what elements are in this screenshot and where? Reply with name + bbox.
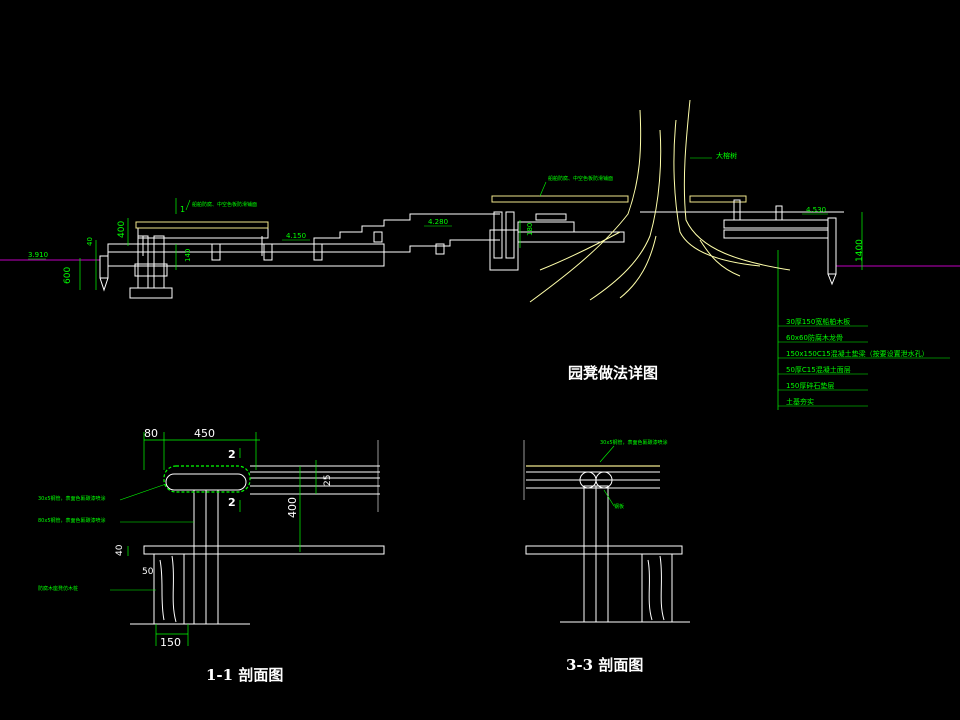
dim-40: 40: [86, 237, 94, 246]
tree-label: 大榕树: [716, 151, 737, 160]
section-1-1: 80 450 25 400 40 50 150 2 2 30x5钢管，表面色氟碳…: [38, 427, 385, 684]
layer-3: 50厚C15混凝土面层: [786, 365, 851, 374]
dim-140: 140: [184, 249, 192, 262]
section-3-title: 3-3 剖面图: [566, 656, 643, 674]
s1-dim-400: 400: [286, 497, 299, 518]
deck-right: [689, 195, 747, 203]
left-structure: [99, 211, 625, 299]
elev-right: 4.530: [806, 206, 826, 214]
dim-180: 180: [526, 223, 534, 236]
s1-note-3: 防腐木座凳仿木桩: [38, 585, 78, 592]
right-structure: [723, 199, 837, 286]
elev-mid2: 4.280: [428, 218, 448, 226]
s1-dim-50: 50: [142, 567, 154, 577]
s3-note-1: 30x5钢管，表面色氟碳漆喷涂: [600, 439, 668, 446]
s1-marker-2a: 2: [228, 448, 236, 461]
elev-mid1: 4.150: [286, 232, 306, 240]
dim-400: 400: [117, 221, 127, 238]
layer-2: 150x150C15混凝土垫梁（按要设置泄水孔）: [786, 349, 929, 358]
s1-dim-25: 25: [323, 475, 333, 486]
tree-drawing: [529, 99, 791, 303]
dim-600: 600: [63, 267, 73, 284]
dim-1400: 1400: [855, 239, 865, 262]
note-mid: 船舶防腐、中空色板防滑铺面: [548, 175, 613, 182]
layer-callouts: 30厚150宽船舶木板 60x60防腐木龙骨 150x150C15混凝土垫梁（按…: [778, 317, 950, 407]
s1-dim-150: 150: [160, 636, 181, 649]
bench-top-left: [135, 221, 269, 229]
s1-note-1: 30x5钢管，表面色氟碳漆喷涂: [38, 495, 106, 502]
s1-dim-450: 450: [194, 427, 215, 440]
dimensions-main: [79, 198, 863, 410]
s1-dim-80: 80: [144, 427, 158, 440]
layer-5: 土基夯实: [786, 397, 814, 406]
deck-mid: [491, 195, 629, 203]
s1-note-2: 80x5钢管，表面色氟碳漆喷涂: [38, 517, 106, 524]
main-title: 园凳做法详图: [568, 364, 658, 382]
layer-1: 60x60防腐木龙骨: [786, 333, 843, 342]
layer-4: 150厚碎石垫层: [786, 381, 834, 390]
layer-0: 30厚150宽船舶木板: [786, 317, 850, 326]
s3-note-2: 钢板: [614, 503, 624, 510]
marker-1: 1: [180, 205, 185, 214]
section-3-3: 30x5钢管，表面色氟碳漆喷涂 钢板 3-3 剖面图: [377, 439, 690, 674]
s1-marker-2b: 2: [228, 496, 236, 509]
s1-dim-40: 40: [115, 544, 125, 556]
note-left: 船舶防腐、中空色板防滑铺面: [192, 201, 257, 208]
main-elevation-view: 3.910: [0, 99, 960, 410]
section-1-title: 1-1 剖面图: [206, 666, 283, 684]
elev-left: 3.910: [28, 251, 48, 259]
